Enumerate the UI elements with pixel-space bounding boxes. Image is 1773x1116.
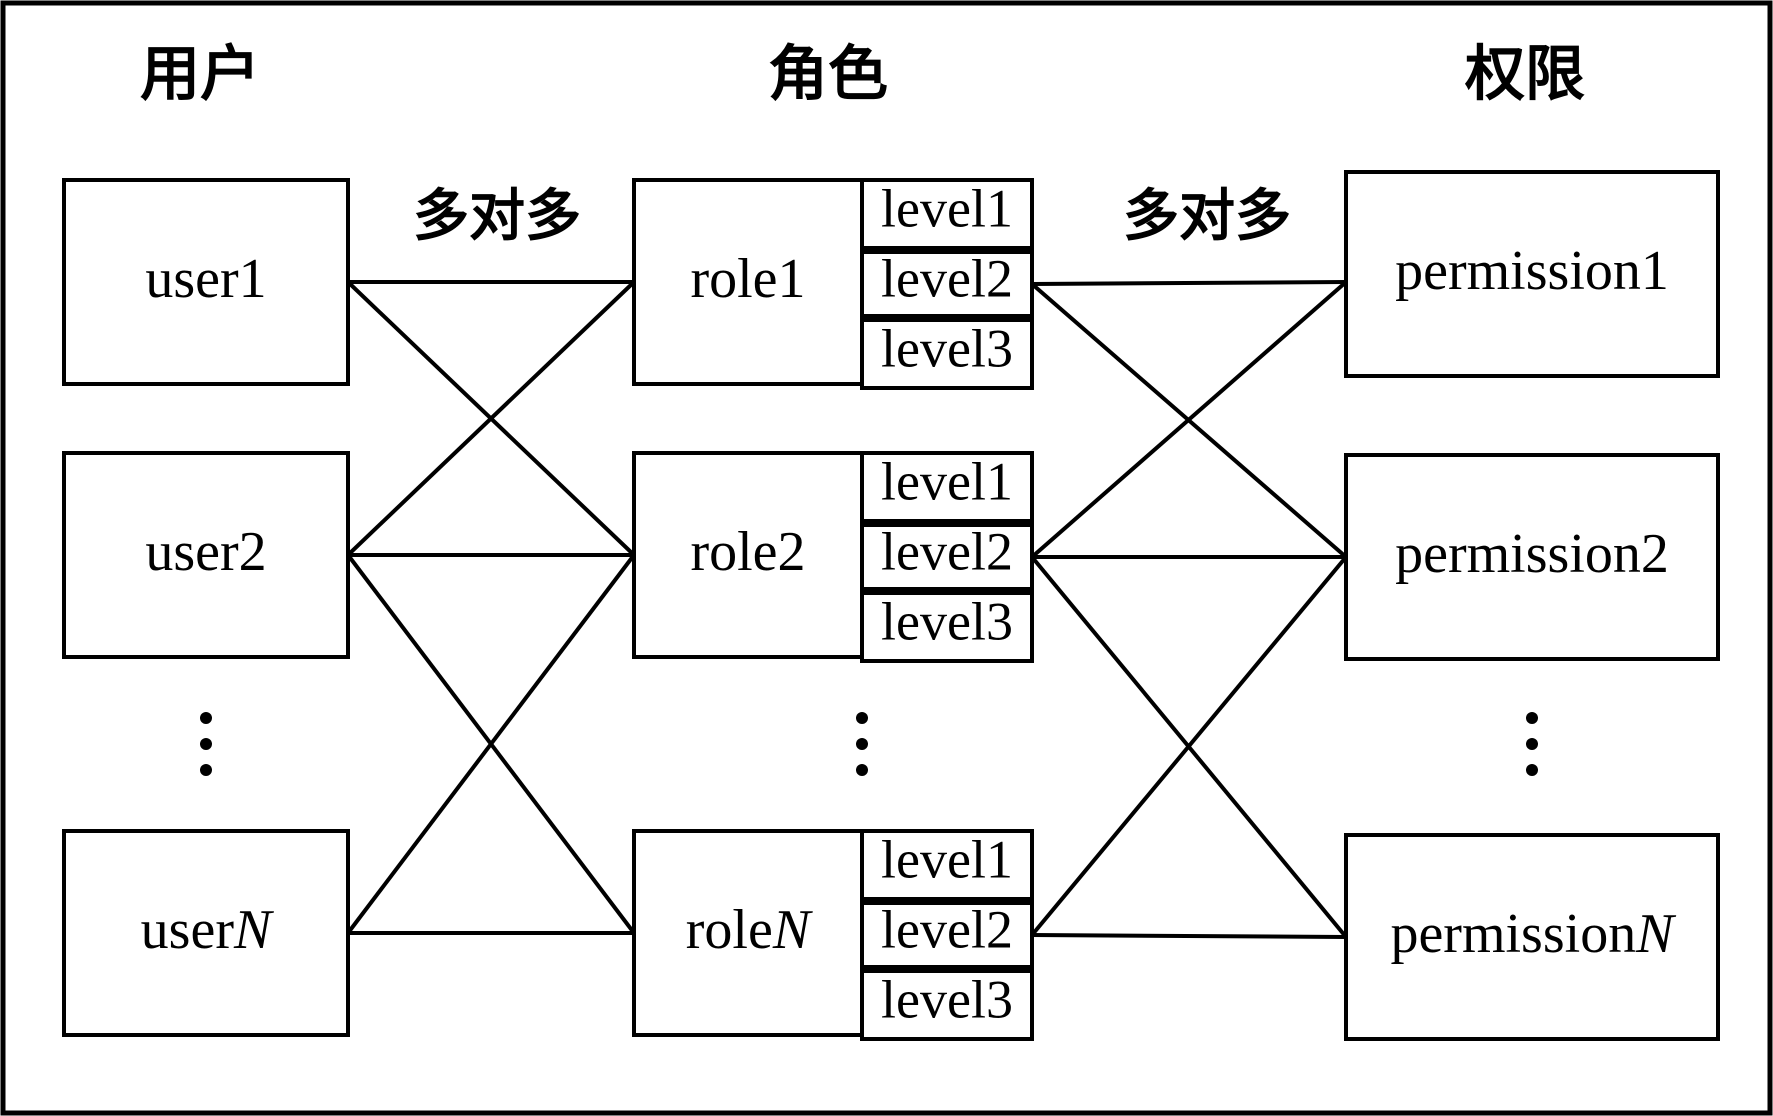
role-n-level-3-rect — [860, 969, 1034, 1041]
header-permissions: 权限 — [1464, 40, 1585, 110]
user-box-n: userN — [62, 829, 350, 1037]
role-n-level-3: level3 — [881, 969, 1013, 1029]
user-box-n-rect — [62, 829, 350, 1037]
link-roleN-permission2 — [1030, 555, 1348, 937]
role-2-level-1-rect — [860, 451, 1034, 523]
permission-ellipsis-dot-1 — [1526, 712, 1538, 724]
user-ellipsis-dot-2 — [200, 738, 212, 750]
user-ellipsis-dot-3 — [200, 764, 212, 776]
role-2-level-1: level1 — [881, 451, 1013, 511]
role-box-n: roleN level1 level2 level3 — [632, 829, 1034, 1041]
permission-ellipsis-dot-2 — [1526, 738, 1538, 750]
header-users: 用户 — [140, 40, 260, 110]
link-lines — [346, 280, 1348, 939]
permission-box-2: permission2 — [1344, 453, 1720, 661]
relation-label-user-role: 多对多 — [413, 184, 581, 249]
permission-box-2-rect — [1344, 453, 1720, 661]
user-box-1-rect — [62, 178, 350, 386]
header-roles: 角色 — [768, 40, 888, 110]
role-n-level-2: level2 — [881, 899, 1013, 959]
role-box-1: role1 level1 level2 level3 — [632, 178, 1034, 390]
role-n-level-1-rect — [860, 829, 1034, 901]
role-ellipsis — [856, 712, 868, 776]
role-1-level-2: level2 — [881, 248, 1013, 308]
role-ellipsis-dot-3 — [856, 764, 868, 776]
link-userN-role2 — [346, 553, 636, 935]
role-2-level-2: level2 — [881, 521, 1013, 581]
role-1-level-2-rect — [860, 250, 1034, 318]
user-label-n: userN — [141, 899, 274, 961]
user-box-1: user1 — [62, 178, 350, 386]
permission-label-1: permission1 — [1395, 240, 1669, 302]
role-label-2: role2 — [690, 521, 805, 583]
role-1-level-3: level3 — [881, 318, 1013, 378]
role-n-level-2-rect — [860, 901, 1034, 969]
role-label-n: roleN — [686, 899, 813, 961]
user-ellipsis-dot-1 — [200, 712, 212, 724]
permission-ellipsis — [1526, 712, 1538, 776]
role-n-level-1: level1 — [881, 829, 1013, 889]
user-label-2: user2 — [145, 521, 266, 583]
role-box-2: role2 level1 level2 level3 — [632, 451, 1034, 663]
permission-label-2: permission2 — [1395, 523, 1669, 585]
user-box-2-rect — [62, 451, 350, 659]
user-ellipsis — [200, 712, 212, 776]
role-1-level-3-rect — [860, 318, 1034, 390]
role-label-1: role1 — [690, 248, 805, 310]
role-1-level-1-rect — [860, 178, 1034, 250]
relation-label-role-permission: 多对多 — [1123, 184, 1291, 249]
role-2-level-2-rect — [860, 523, 1034, 591]
role-2-level-3: level3 — [881, 591, 1013, 651]
permission-ellipsis-dot-3 — [1526, 764, 1538, 776]
role-1-level-1: level1 — [881, 178, 1013, 238]
link-user2-role1 — [346, 280, 636, 557]
permission-label-n: permissionN — [1390, 903, 1676, 965]
user-box-2: user2 — [62, 451, 350, 659]
role-ellipsis-dot-2 — [856, 738, 868, 750]
user-label-1: user1 — [145, 248, 266, 310]
permission-box-n: permissionN — [1344, 833, 1720, 1041]
link-role2-permission1 — [1030, 280, 1348, 559]
role-ellipsis-dot-1 — [856, 712, 868, 724]
permission-box-1: permission1 — [1344, 170, 1720, 378]
link-role1-permission1 — [1031, 280, 1347, 286]
permission-box-1-rect — [1344, 170, 1720, 378]
role-2-level-3-rect — [860, 591, 1034, 663]
role-box-n-rect — [632, 829, 864, 1037]
permission-box-n-rect — [1344, 833, 1720, 1041]
link-roleN-permissionN — [1031, 933, 1347, 939]
